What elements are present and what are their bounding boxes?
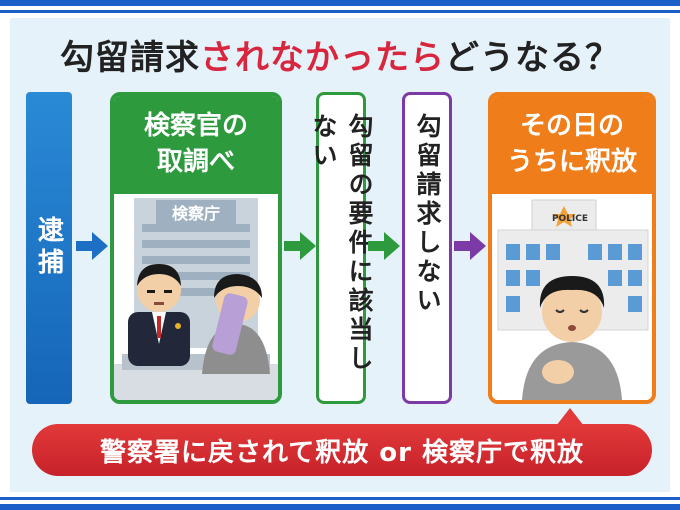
step-arrest-label: 逮捕 <box>33 216 64 280</box>
police-sign: POLICE <box>551 214 589 224</box>
title-part1: 勾留請求 <box>60 38 200 78</box>
step-requirements: 勾留の要件に該当しない <box>309 92 374 404</box>
prosecutor-building-sign: 検察庁 <box>156 200 236 224</box>
banner-pointer <box>556 408 584 426</box>
arrow-right-icon <box>284 232 316 260</box>
arrow-right-icon <box>76 232 108 260</box>
result-banner-text: 警察署に戻されて釈放 or 検察庁で釈放 <box>99 437 584 468</box>
step-arrest: 逮捕 <box>26 92 72 404</box>
step-release-label: その日の うちに釈放 <box>492 96 652 194</box>
title-part2: どうなる？ <box>445 38 620 78</box>
step-release: その日の うちに釈放 POLICE <box>488 92 656 404</box>
result-banner: 警察署に戻されて釈放 or 検察庁で釈放 <box>32 424 652 476</box>
prosecutor-person-icon <box>128 264 190 366</box>
suspect-person-icon <box>202 274 270 374</box>
relieved-person-icon <box>522 276 622 400</box>
top-band <box>0 0 680 6</box>
arrow-right-icon <box>368 232 400 260</box>
bottom-band <box>0 504 680 510</box>
step-prosecutor-label: 検察官の 取調べ <box>114 96 278 194</box>
office-building-icon <box>114 198 278 400</box>
bottom-band-thin <box>0 497 680 500</box>
step-requirements-label: 勾留の要件に該当しない <box>309 113 374 374</box>
top-band-thin <box>0 10 680 13</box>
step-no-request: 勾留請求しない <box>402 92 452 404</box>
police-station-icon <box>497 199 649 400</box>
title-highlight: されなかったら <box>200 38 445 78</box>
page-title: 勾留請求されなかったらどうなる？ <box>0 30 680 79</box>
release-scene: POLICE <box>492 194 652 400</box>
prosecutor-scene: 検察庁 <box>114 194 278 400</box>
arrow-right-icon <box>454 232 486 260</box>
step-prosecutor: 検察官の 取調べ <box>110 92 282 404</box>
step-no-request-label: 勾留請求しない <box>413 113 442 316</box>
